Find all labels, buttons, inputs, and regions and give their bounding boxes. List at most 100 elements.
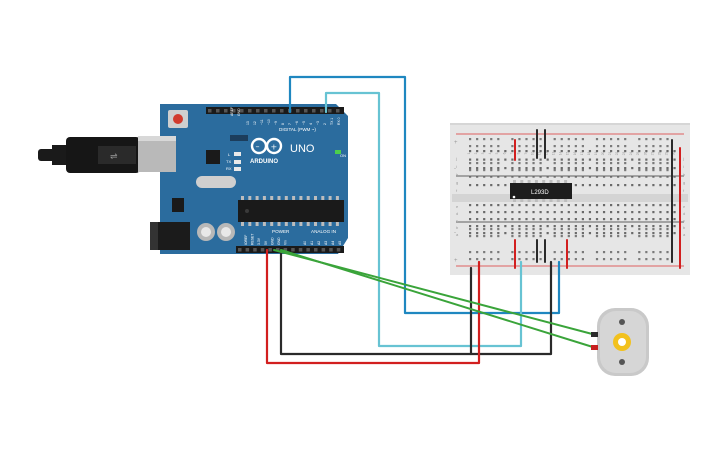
header-pin[interactable] <box>272 109 276 113</box>
power-pin-label: 5V <box>264 240 268 245</box>
row-label: d <box>456 211 458 216</box>
header-pin[interactable] <box>312 109 316 113</box>
header-pin[interactable] <box>314 248 318 252</box>
header-pin[interactable] <box>238 248 242 252</box>
header-pin[interactable] <box>306 248 310 252</box>
digital-pin-label: 13 <box>246 121 250 125</box>
header-pin[interactable] <box>283 248 288 252</box>
wire-blue[interactable] <box>288 75 561 315</box>
row-label: h <box>683 172 685 177</box>
header-pin[interactable] <box>232 109 236 113</box>
header-pin[interactable] <box>248 109 252 113</box>
column-label: 9 <box>523 152 527 154</box>
row-label: g <box>456 180 458 185</box>
wire-black[interactable] <box>469 260 553 356</box>
row-label: a <box>456 232 459 237</box>
column-label: 17 <box>580 152 584 156</box>
column-label: 6 <box>502 152 506 154</box>
header-pin[interactable] <box>304 109 308 113</box>
header-pin[interactable] <box>280 109 284 113</box>
wire-cyan[interactable] <box>324 91 523 348</box>
column-label: 26 <box>643 152 647 156</box>
header-pin[interactable] <box>336 109 340 113</box>
svg-text:–: – <box>256 142 260 151</box>
brand-label: ARDUINO <box>250 159 278 165</box>
header-pin[interactable] <box>224 109 228 113</box>
digital-pin-label: ~3 <box>316 121 320 125</box>
wire-green[interactable] <box>280 249 597 349</box>
digital-pin-label: 2 <box>323 123 327 125</box>
row-label: e <box>683 204 686 209</box>
column-label: 23 <box>622 152 626 156</box>
header-pin[interactable] <box>260 248 265 252</box>
column-label: 1 <box>467 152 471 154</box>
header-pin[interactable] <box>245 248 250 252</box>
column-label: 5 <box>495 152 499 154</box>
header-pin[interactable] <box>276 248 280 252</box>
header-pin[interactable] <box>321 248 326 252</box>
header-pin[interactable] <box>336 248 341 252</box>
svg-text:+: + <box>271 143 278 152</box>
wire-black[interactable] <box>279 248 473 356</box>
header-pin[interactable] <box>240 109 244 113</box>
row-label: b <box>683 225 686 230</box>
model-label: UNO <box>290 143 315 155</box>
dc-motor[interactable] <box>591 308 649 376</box>
usb-icon: ⇌ <box>110 152 118 162</box>
led-tx-label: TX <box>226 159 231 164</box>
analog-pin-label: A0 <box>303 241 307 245</box>
digital-pin-label: TX 1 <box>330 118 334 125</box>
header-pin[interactable] <box>268 248 272 252</box>
header-pin[interactable] <box>328 109 332 113</box>
power-analog-header[interactable] <box>236 246 344 253</box>
analog-pin-label: A1 <box>310 241 314 245</box>
column-label: 29 <box>664 152 668 156</box>
analog-label: ANALOG IN <box>311 229 336 234</box>
header-pin[interactable] <box>216 109 220 113</box>
column-label: 12 <box>545 152 549 156</box>
row-label: e <box>456 204 459 209</box>
led-l-label: L <box>228 152 231 157</box>
rail-plus-label: + <box>454 140 458 146</box>
header-pin[interactable] <box>329 248 333 252</box>
header-pin[interactable] <box>298 248 303 252</box>
column-label: 28 <box>657 152 661 156</box>
gnd-label: GND <box>237 108 241 116</box>
row-label: g <box>683 180 685 185</box>
aref-label: AREF <box>230 107 234 116</box>
column-label: 18 <box>587 152 591 156</box>
digital-pin-label: ~5 <box>302 121 306 125</box>
power-pin-label: RESET <box>251 234 255 245</box>
header-pin[interactable] <box>296 109 300 113</box>
power-pin-label: 3.3V <box>257 237 261 245</box>
on-label: ON <box>340 153 346 158</box>
column-label: 11 <box>538 152 542 156</box>
digital-pin-label: ~6 <box>295 121 299 125</box>
led-rx <box>234 167 241 171</box>
digital-pin-label: ~11 <box>260 119 264 125</box>
column-label: 14 <box>559 152 563 156</box>
column-label: 22 <box>615 152 619 156</box>
column-label: 30 <box>671 152 675 156</box>
header-pin[interactable] <box>264 109 268 113</box>
header-pin[interactable] <box>291 248 295 252</box>
column-label: 25 <box>636 152 640 156</box>
header-pin[interactable] <box>253 248 257 252</box>
analog-pin-label: A2 <box>317 241 321 245</box>
header-pin[interactable] <box>208 109 212 113</box>
column-label: 7 <box>509 152 513 154</box>
digital-pin-label: 8 <box>281 123 285 125</box>
column-label: 21 <box>608 152 612 156</box>
rail-minus-label: - <box>454 230 456 236</box>
row-label: i <box>456 164 457 169</box>
led-tx <box>234 160 241 164</box>
column-label: 8 <box>516 152 520 154</box>
header-pin[interactable] <box>320 109 324 113</box>
row-label: i <box>683 164 684 169</box>
l293d-chip[interactable]: L293D <box>510 180 572 202</box>
header-pin[interactable] <box>256 109 260 113</box>
row-label: b <box>456 225 459 230</box>
column-label: 3 <box>481 152 485 154</box>
led-rx-label: RX <box>226 166 232 171</box>
